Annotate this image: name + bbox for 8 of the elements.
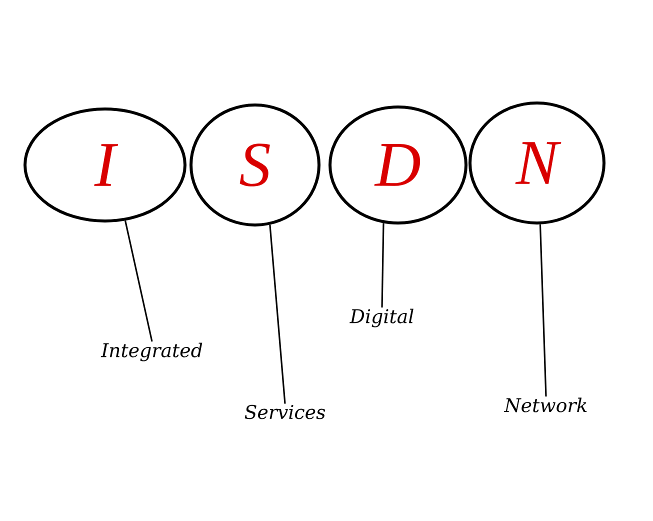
- leader-line: [124, 220, 153, 342]
- word-label: Network: [504, 398, 587, 412]
- leader-line: [381, 223, 384, 308]
- word-label: Digital: [350, 308, 414, 328]
- leader-line: [539, 224, 547, 396]
- word-label: Integrated: [100, 342, 202, 362]
- word-label: Services: [244, 404, 326, 420]
- leader-line: [269, 224, 286, 404]
